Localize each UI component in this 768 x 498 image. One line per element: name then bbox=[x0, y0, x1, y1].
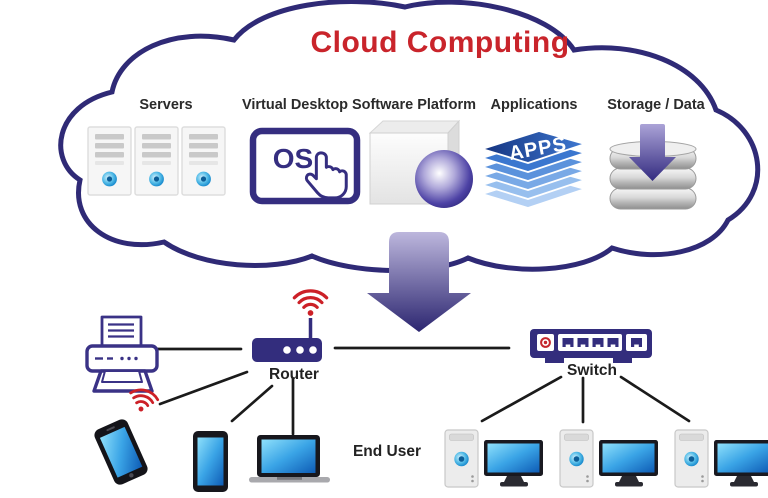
smartphone-icon bbox=[94, 419, 148, 485]
pointer-hand-icon bbox=[304, 151, 348, 200]
diagram-title: Cloud Computing bbox=[310, 26, 570, 59]
desktop-pc-1 bbox=[444, 429, 544, 488]
cloud-to-network-arrow bbox=[367, 232, 471, 332]
line-switch-desktop3 bbox=[619, 375, 691, 423]
label-router: Router bbox=[269, 366, 319, 383]
label-applications: Applications bbox=[490, 97, 578, 113]
label-servers: Servers bbox=[139, 97, 193, 113]
tablet-icon bbox=[193, 431, 228, 492]
server-tower bbox=[87, 126, 132, 196]
desktop-pc-2 bbox=[559, 429, 659, 488]
database-download-icon bbox=[609, 124, 697, 210]
server-tower bbox=[134, 126, 179, 196]
laptop-icon bbox=[249, 435, 330, 483]
desktop-pc-3 bbox=[674, 429, 768, 488]
server-tower bbox=[181, 126, 226, 196]
apps-stack-icon: APPS bbox=[478, 130, 589, 209]
network-switch-icon bbox=[530, 329, 652, 363]
software-box-icon bbox=[368, 119, 473, 208]
router-wifi-icon bbox=[292, 289, 329, 318]
server-rack-icon bbox=[87, 126, 226, 196]
label-end-user: End User bbox=[352, 443, 422, 460]
phone-wifi-icon bbox=[125, 385, 161, 417]
router-icon bbox=[252, 289, 329, 362]
os-text: OS bbox=[273, 143, 313, 174]
label-virtual-desktop: Virtual Desktop bbox=[241, 97, 349, 113]
software-sphere bbox=[415, 150, 473, 208]
printer-icon bbox=[85, 315, 159, 393]
label-storage-data: Storage / Data bbox=[607, 97, 705, 113]
os-monitor-icon: OS bbox=[249, 127, 361, 205]
download-arrow-icon bbox=[629, 124, 676, 181]
label-switch: Switch bbox=[567, 362, 617, 379]
line-router-tablet bbox=[230, 384, 274, 423]
label-software-platform: Software Platform bbox=[351, 97, 477, 113]
line-switch-desktop1 bbox=[480, 375, 563, 423]
line-router-phone bbox=[158, 370, 249, 406]
